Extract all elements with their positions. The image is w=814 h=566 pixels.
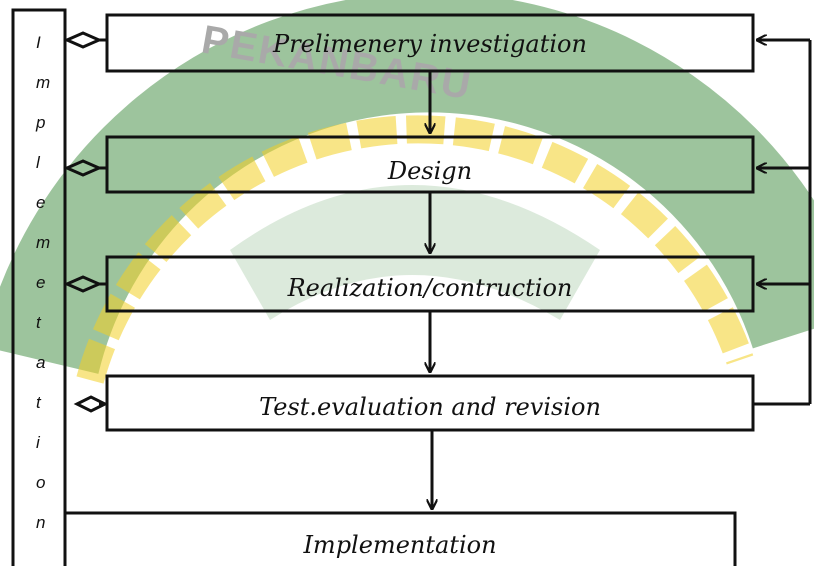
step-label-prelimenery-investigation: Prelimenery investigation <box>272 30 587 58</box>
step-label-realization: Realization/contruction <box>287 274 573 302</box>
step-box-implementation: Implementation <box>63 511 737 566</box>
side-label-letter: l <box>36 153 41 172</box>
side-label-letter: t <box>36 313 42 332</box>
side-label-letter: o <box>36 473 45 492</box>
step-box-prelimenery-investigation: Prelimenery investigation <box>105 13 755 73</box>
seal-ring-green <box>0 0 814 375</box>
side-label-letter: a <box>36 353 45 372</box>
step-label-test-evaluation: Test.evaluation and revision <box>259 393 601 421</box>
seal-ribbon-yellow <box>76 115 754 384</box>
step-box-test-evaluation: Test.evaluation and revision <box>105 374 755 432</box>
step-label-design: Design <box>387 157 472 185</box>
connector-side-to-step-1 <box>63 31 107 49</box>
side-label-letter: p <box>35 113 45 132</box>
side-label-letter: i <box>36 433 41 452</box>
side-label-letter: m <box>36 233 50 252</box>
connector-side-to-step-3 <box>63 275 107 293</box>
side-label-letter: t <box>36 393 42 412</box>
step-box-design: Design <box>105 135 755 194</box>
implementation-side-column <box>11 8 67 566</box>
connector-side-to-step-4 <box>73 395 109 413</box>
side-label-letter: e <box>36 193 45 212</box>
side-label-letter: n <box>36 513 45 532</box>
side-label-letter: I <box>36 33 41 52</box>
seal-inner-green <box>230 185 600 320</box>
side-label-letter: e <box>36 273 45 292</box>
step-label-implementation: Implementation <box>302 531 496 559</box>
connector-side-to-step-2 <box>63 159 107 177</box>
step-box-realization: Realization/contruction <box>105 255 755 313</box>
side-label-letter: m <box>36 73 50 92</box>
side-label-letters: Im p l e m e t a t i o n <box>35 33 50 532</box>
